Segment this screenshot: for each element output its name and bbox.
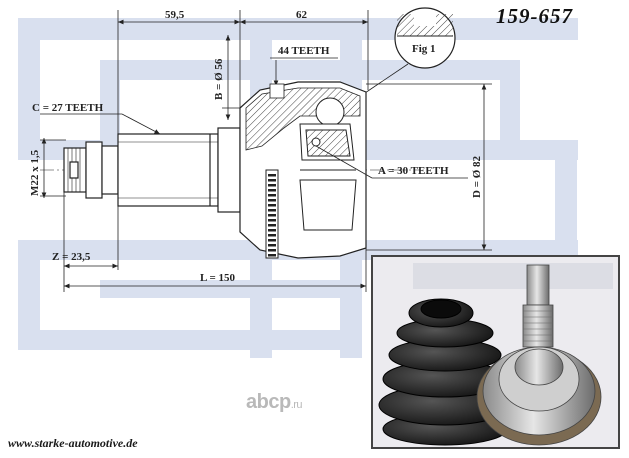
label-c-teeth: C = 27 TEETH	[32, 102, 104, 114]
abs-tooth	[268, 189, 276, 192]
c-teeth-leader	[40, 113, 161, 135]
abs-tooth	[268, 204, 276, 207]
dim-total-length: L = 150	[200, 272, 235, 284]
dim-d-diameter: D = Ø 82	[471, 155, 483, 198]
d-diameter-line	[366, 83, 492, 251]
abs-tooth	[268, 239, 276, 242]
abs-tooth	[268, 179, 276, 182]
dim-b-diameter: B = Ø 56	[213, 58, 225, 100]
thread-dimension-line	[40, 138, 66, 198]
abs-tooth	[268, 199, 276, 202]
product-photo	[371, 255, 620, 449]
abs-tooth	[268, 219, 276, 222]
abs-tooth	[268, 214, 276, 217]
dim-z-length: Z = 23,5	[52, 251, 91, 263]
label-outer-teeth: 44 TEETH	[278, 45, 330, 57]
top-dimension-lines	[117, 10, 369, 140]
bottom-dimension-lines	[63, 192, 367, 292]
cv-joint-part	[476, 264, 602, 446]
outer-teeth-leader	[270, 57, 338, 86]
abs-tooth	[268, 244, 276, 247]
dim-thread: M22 x 1,5	[29, 149, 41, 196]
abs-tooth	[268, 174, 276, 177]
website-url: www.starke-automotive.de	[8, 436, 138, 450]
abs-tooth	[268, 209, 276, 212]
abcp-watermark-name: abcp	[246, 391, 291, 413]
abcp-watermark-tld: .ru	[290, 399, 303, 411]
abs-ring	[265, 169, 279, 259]
a-teeth-leader	[315, 145, 468, 179]
product-photo-illustration	[373, 257, 618, 447]
abs-tooth	[268, 229, 276, 232]
dim-left-length: 59,5	[165, 9, 185, 21]
abs-tooth	[268, 184, 276, 187]
dim-right-length: 62	[296, 9, 308, 21]
abs-tooth	[268, 254, 276, 257]
label-a-teeth: A = 30 TEETH	[378, 165, 449, 177]
rubber-boot	[378, 298, 512, 446]
abs-tooth	[268, 249, 276, 252]
abs-tooth	[268, 194, 276, 197]
label-fig1: Fig 1	[412, 43, 436, 55]
fig1-detail-circle	[361, 7, 456, 96]
inner-race	[299, 97, 357, 231]
abs-tooth	[268, 224, 276, 227]
abcp-watermark: abcp.ru	[246, 391, 303, 414]
abs-tooth	[268, 234, 276, 237]
part-number: 159-657	[496, 4, 573, 28]
